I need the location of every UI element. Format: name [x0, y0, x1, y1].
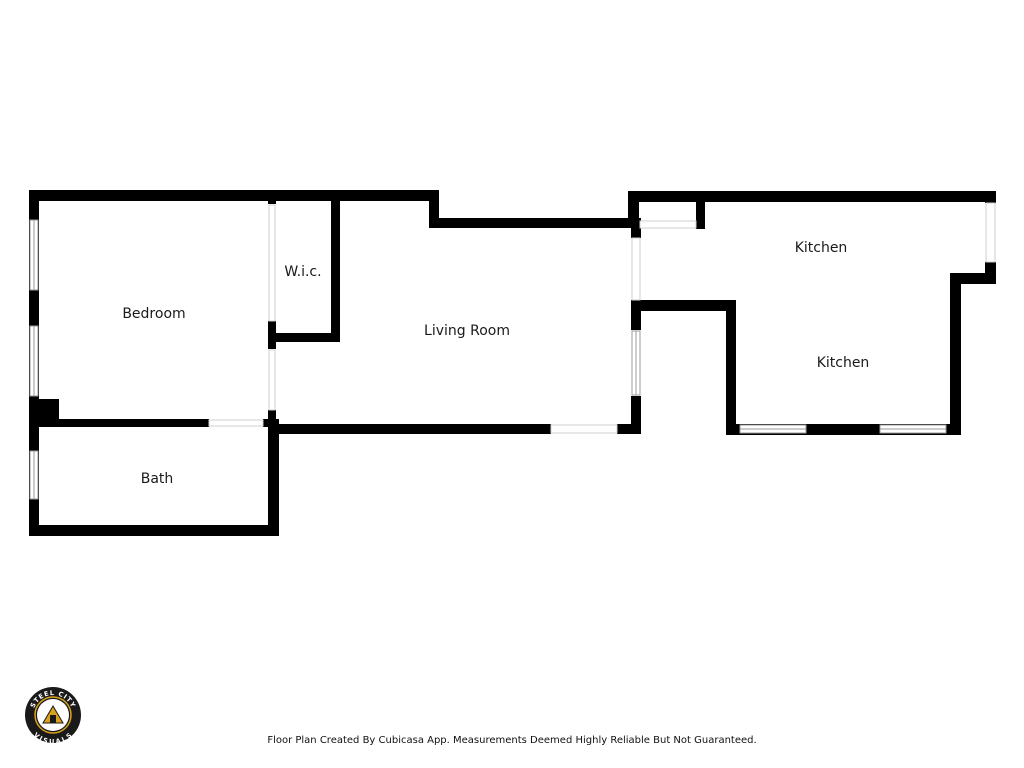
wall-kitchen-inner-left	[726, 300, 736, 435]
room-label-bath: Bath	[141, 471, 174, 487]
room-label-bedroom: Bedroom	[122, 306, 185, 322]
opening-bedroom-door	[268, 349, 276, 411]
wall-top-left	[29, 190, 438, 201]
footer-disclaimer: Floor Plan Created By Cubicasa App. Meas…	[267, 735, 757, 746]
wall-wic-bottom	[268, 333, 340, 342]
wall-bedroom-bath	[29, 419, 209, 427]
wall-kitchen-bottom	[726, 424, 961, 435]
room-labels: Bedroom W.i.c. Living Room Kitchen Kitch…	[122, 240, 869, 487]
wall-kitchen-top	[628, 191, 996, 202]
opening-kitchen-pantry	[639, 220, 697, 229]
wall-step-vertical	[429, 190, 439, 228]
opening-kitchen-right	[985, 202, 996, 263]
wall-bedroom-right-top	[268, 190, 276, 204]
opening-living-kitchen	[631, 237, 641, 301]
opening-bath-door	[208, 419, 264, 427]
room-label-kitchen-lower: Kitchen	[817, 355, 870, 371]
wall-bath-bottom	[29, 525, 279, 536]
wall-bedroom-right-low	[268, 410, 276, 426]
opening-living-bottom	[550, 424, 618, 434]
wall-living-right-mid	[631, 300, 641, 330]
wall-living-right-top	[631, 218, 641, 238]
wall-kitchen-top-left	[628, 191, 639, 221]
wall-kitchen-right-inner	[950, 273, 961, 435]
wall-living-right-low	[631, 396, 641, 434]
wall-top-living	[429, 218, 641, 228]
window-mullions	[33, 220, 946, 499]
wall-wic-right	[331, 190, 340, 342]
wall-bath-right	[268, 419, 279, 536]
wall-kitchen-right-top	[985, 191, 996, 203]
wall-kitchen-step	[950, 273, 996, 284]
wall-living-bottom-right	[617, 424, 641, 434]
room-label-living-room: Living Room	[424, 323, 510, 339]
logo-inner-ring	[34, 696, 72, 734]
room-label-kitchen-upper: Kitchen	[795, 240, 848, 256]
windows	[29, 219, 947, 500]
wall-kitchen-inner-top	[631, 300, 736, 311]
openings	[208, 202, 996, 434]
wall-kitchen-pantry	[696, 191, 705, 229]
logo-door-icon	[50, 715, 56, 723]
steel-city-visuals-logo: STEEL CITY VISUALS	[25, 687, 81, 744]
opening-wic-door	[268, 204, 276, 322]
room-label-wic: W.i.c.	[284, 264, 321, 280]
wall-living-bottom	[268, 424, 551, 434]
